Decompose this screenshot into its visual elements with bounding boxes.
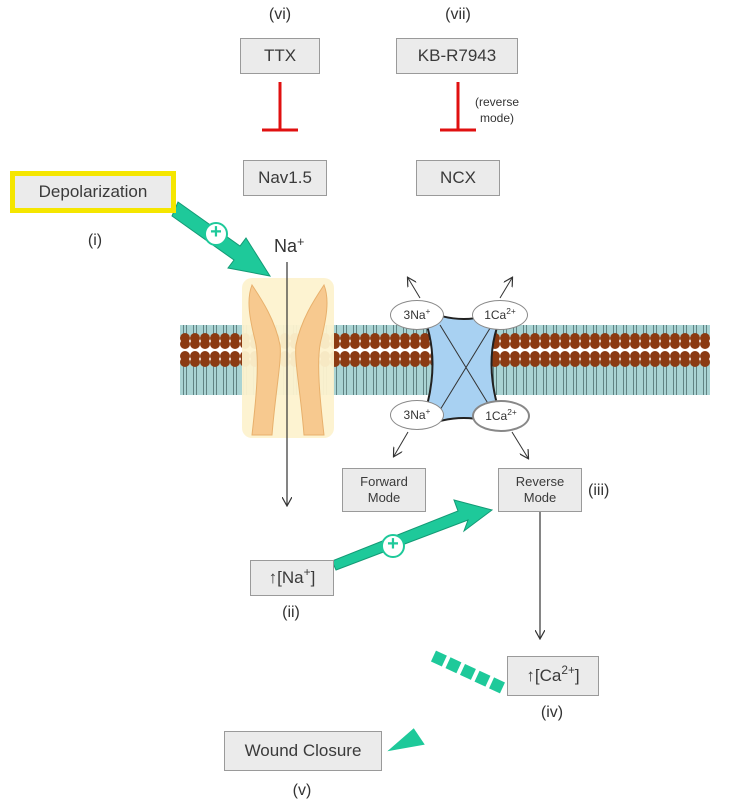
ion-3na-bottom: 3Na+ [390,400,444,430]
depolarization-box: Depolarization [10,171,176,213]
kb-roman: (vii) [445,6,471,23]
ion-3na-top: 3Na+ [390,300,444,330]
reverse-mode-box: Reverse Mode [498,468,582,512]
plus-sign-1: + [210,221,222,243]
reverse-mode-roman: (iii) [588,482,610,499]
ion-3na-bottom-base: 3Na [403,408,426,422]
ion-arrow-bl [394,431,409,456]
kb-r7943-box: KB-R7943 [396,38,518,74]
ion-arrow-tl [408,278,421,299]
ion-arrow-tr [499,278,512,299]
sodium-base: Na [274,236,298,256]
na-to-reverse-activation-arrow [331,499,494,571]
ion-1ca-top-base: 1Ca [484,308,507,322]
ca-increase-roman: (iv) [540,704,564,721]
sodium-ion-label: Na+ [274,234,305,257]
plus-sign-circle-2 [381,534,405,558]
kb-reverse-mode-note: (reverse mode) [466,94,528,126]
ion-1ca-bottom-base: 1Ca [485,409,508,423]
ca-to-wound-dashed-arrow [387,650,505,752]
kb-note-line1: (reverse [474,95,519,109]
reverse-mode-line1: Reverse [515,474,565,489]
ca-up-arrow: ↑ [526,666,535,685]
na-open: [Na [277,568,304,587]
sodium-channel [242,278,334,438]
forward-mode-box: Forward Mode [342,468,426,512]
na-up-arrow: ↑ [268,568,278,587]
membrane-right [490,325,710,395]
ttx-box: TTX [240,38,320,74]
ca-close: ] [574,666,580,685]
ttx-inhibition [262,82,298,132]
kb-inhibition [440,82,476,132]
wound-closure-roman: (v) [292,782,312,799]
kb-note-line2: mode) [479,111,514,125]
plus-sign-circle-1 [204,222,228,246]
ion-arrow-br [511,431,528,458]
depolarization-roman: (i) [87,232,103,249]
ca-open: [Ca [534,666,562,685]
ttx-roman: (vi) [268,6,292,23]
forward-mode-line1: Forward [360,474,408,489]
forward-mode-line2: Mode [367,490,401,505]
wound-closure-box: Wound Closure [224,731,382,771]
na-increase-box: ↑[Na+] [250,560,334,596]
na-increase-roman: (ii) [282,604,300,621]
ncx-box: NCX [416,160,500,196]
na-close: ] [310,568,316,587]
ion-3na-top-base: 3Na [403,308,426,322]
ncx-cross-line-b [439,324,493,411]
reverse-mode-line2: Mode [523,490,557,505]
plus-sign-2: + [387,533,399,555]
nav15-box: Nav1.5 [243,160,327,196]
sodium-charge: + [297,234,305,249]
